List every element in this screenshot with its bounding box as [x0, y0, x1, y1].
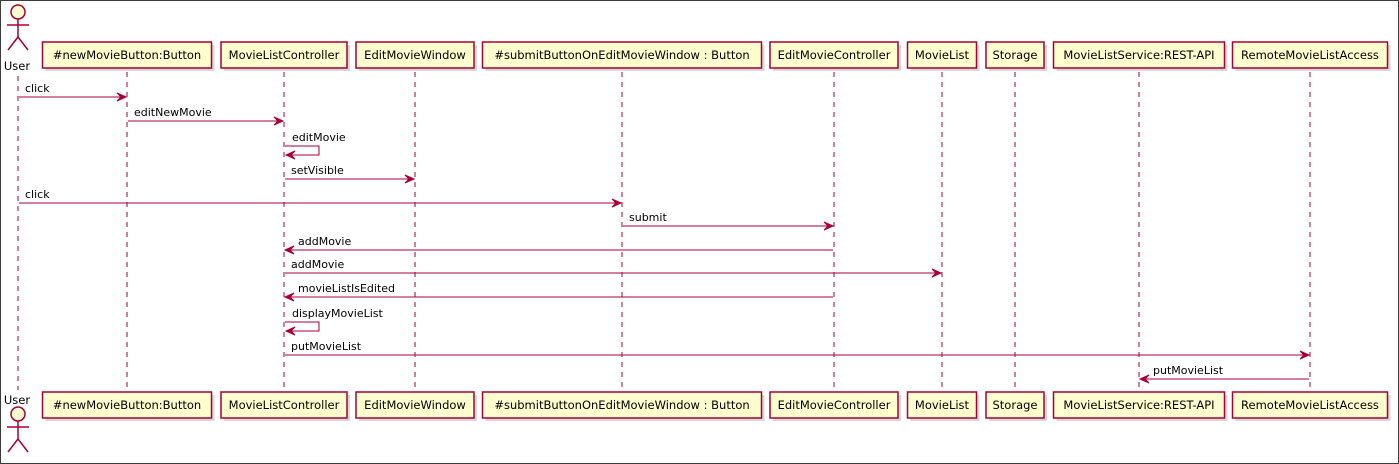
participant-box-top-rma — [1231, 41, 1389, 69]
participant-label-top-emw: EditMovieWindow — [364, 48, 466, 62]
participant-box-bottom-sub — [481, 391, 763, 419]
message-arrowhead-8 — [283, 292, 295, 302]
message-label-6: addMovie — [298, 235, 351, 248]
participant-label-bottom-btn: #newMovieButton:Button — [53, 398, 201, 412]
message-arrowhead-7 — [931, 268, 943, 278]
participant-label-top-sub: #submitButtonOnEditMovieWindow : Button — [494, 48, 749, 62]
actor-head-top — [10, 4, 26, 20]
message-arrowhead-0 — [116, 92, 128, 102]
message-arrowhead-2 — [284, 150, 296, 160]
participant-box-bottom-st — [985, 391, 1045, 419]
participant-box-top-sub — [481, 41, 763, 69]
message-label-5: submit — [629, 211, 667, 224]
participant-label-bottom-sub: #submitButtonOnEditMovieWindow : Button — [494, 398, 749, 412]
actor-leg-left-top — [7, 36, 19, 51]
participant-box-top-mls — [1052, 41, 1226, 69]
actor-label-top: User — [4, 59, 30, 73]
message-arrow-self-9 — [285, 321, 320, 332]
participant-label-top-emc: EditMovieController — [778, 48, 891, 62]
message-label-4: click — [25, 188, 50, 201]
message-label-0: click — [25, 82, 50, 95]
message-arrowhead-4 — [611, 198, 623, 208]
message-arrowhead-10 — [1299, 350, 1311, 360]
participant-label-top-mls: MovieListService:REST-API — [1063, 48, 1214, 62]
participant-label-bottom-emw: EditMovieWindow — [364, 398, 466, 412]
message-arrowhead-9 — [284, 326, 296, 336]
participant-box-bottom-emw — [355, 391, 475, 419]
participant-box-top-emc — [769, 41, 899, 69]
message-arrowhead-5 — [823, 221, 835, 231]
participant-box-top-btn — [41, 41, 213, 69]
message-arrowhead-3 — [404, 174, 416, 184]
participant-label-top-rma: RemoteMovieListAccess — [1241, 48, 1379, 62]
participant-label-bottom-mls: MovieListService:REST-API — [1063, 398, 1214, 412]
participant-label-top-ml: MovieList — [915, 48, 970, 62]
actor-leg-right-top — [17, 36, 29, 51]
actor-leg-left-bottom — [7, 438, 19, 453]
participant-box-bottom-mls — [1052, 391, 1226, 419]
participant-label-bottom-mlc: MovieListController — [229, 398, 340, 412]
participant-label-top-st: Storage — [993, 48, 1038, 62]
actor-head-bottom — [10, 406, 26, 422]
actor-leg-right-bottom — [17, 438, 29, 453]
message-label-11: putMovieList — [1153, 364, 1224, 377]
message-arrowhead-1 — [273, 116, 285, 126]
participant-box-top-emw — [355, 41, 475, 69]
message-label-3: setVisible — [291, 164, 344, 177]
message-label-1: editNewMovie — [134, 106, 212, 119]
message-label-8: movieListIsEdited — [298, 282, 395, 295]
message-label-10: putMovieList — [291, 340, 362, 353]
message-label-2: editMovie — [292, 131, 346, 144]
participant-box-bottom-emc — [769, 391, 899, 419]
participant-label-bottom-emc: EditMovieController — [778, 398, 891, 412]
participant-box-bottom-rma — [1231, 391, 1389, 419]
message-arrow-self-2 — [285, 145, 320, 156]
message-arrowhead-11 — [1138, 374, 1150, 384]
participant-label-top-btn: #newMovieButton:Button — [53, 48, 201, 62]
message-arrowhead-6 — [283, 245, 295, 255]
participant-box-top-mlc — [220, 41, 348, 69]
actor-label-bottom: User — [4, 393, 30, 407]
participant-box-bottom-btn — [41, 391, 213, 419]
participant-box-top-ml — [906, 41, 978, 69]
message-label-9: displayMovieList — [292, 307, 384, 320]
participant-label-bottom-rma: RemoteMovieListAccess — [1241, 398, 1379, 412]
participant-label-bottom-ml: MovieList — [915, 398, 970, 412]
participant-label-bottom-st: Storage — [993, 398, 1038, 412]
message-label-7: addMovie — [291, 258, 344, 271]
participant-box-top-st — [985, 41, 1045, 69]
participant-box-bottom-ml — [906, 391, 978, 419]
participant-box-bottom-mlc — [220, 391, 348, 419]
participant-label-top-mlc: MovieListController — [229, 48, 340, 62]
